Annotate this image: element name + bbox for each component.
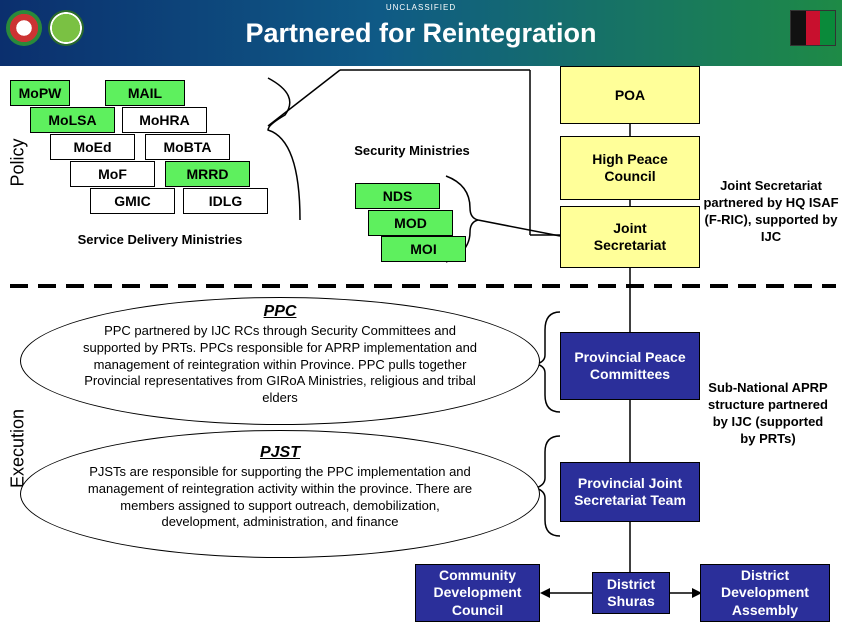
provincial-joint-secretariat-team-box: Provincial Joint Secretariat Team	[560, 462, 700, 522]
ppc-ellipse: PPC PPC partnered by IJC RCs through Sec…	[20, 297, 540, 425]
pjst-title: PJST	[259, 444, 300, 461]
ministry-mail: MAIL	[105, 80, 185, 106]
classification-marking: UNCLASSIFIED	[385, 3, 457, 12]
afghan-emblem-icon	[6, 10, 42, 46]
community-development-council-box: Community Development Council	[415, 564, 540, 622]
ministry-molsa: MoLSA	[30, 107, 115, 133]
page-title: Partnered for Reintegration	[245, 18, 597, 48]
poa-box: POA	[560, 66, 700, 124]
afghanistan-flag-icon	[790, 10, 836, 46]
ppc-title: PPC	[263, 303, 297, 320]
pjst-ellipse: PJST PJSTs are responsible for supportin…	[20, 430, 540, 558]
ministry-mrrd: MRRD	[165, 161, 250, 187]
ministry-moed: MoEd	[50, 134, 135, 160]
district-shuras-box: District Shuras	[592, 572, 670, 614]
service-to-js-line-a	[267, 69, 341, 127]
ministry-mohra: MoHRA	[122, 107, 207, 133]
security-to-js-line	[477, 219, 561, 237]
service-ministries-brace	[267, 77, 301, 221]
subnational-note: Sub-National APRP structure partnered by…	[708, 380, 828, 446]
execution-label: Execution	[7, 408, 28, 489]
joint-secretariat-box: Joint Secretariat	[560, 206, 700, 268]
ministry-gmic: GMIC	[90, 188, 175, 214]
pjst-brace	[533, 435, 561, 537]
ministry-mopw: MoPW	[10, 80, 70, 106]
ministry-mod: MOD	[368, 210, 453, 236]
pjst-description: PJSTs are responsible for supporting the…	[87, 463, 473, 530]
provincial-peace-committees-box: Provincial Peace Committees	[560, 332, 700, 400]
isaf-emblem-icon	[48, 10, 84, 46]
joint-secretariat-note: Joint Secretariat partnered by HQ ISAF (…	[703, 178, 839, 244]
policy-label: Policy	[7, 138, 28, 187]
ministry-idlg: IDLG	[183, 188, 268, 214]
header-banner	[0, 0, 842, 66]
district-development-assembly-box: District Development Assembly	[700, 564, 830, 622]
security-ministries-label: Security Ministries	[354, 143, 470, 158]
ministry-nds: NDS	[355, 183, 440, 209]
high-peace-council-box: High Peace Council	[560, 136, 700, 200]
ministry-moi: MOI	[381, 236, 466, 262]
service-delivery-label: Service Delivery Ministries	[77, 232, 243, 247]
ministry-mobta: MoBTA	[145, 134, 230, 160]
ministry-mof: MoF	[70, 161, 155, 187]
ppc-description: PPC partnered by IJC RCs through Securit…	[82, 322, 478, 406]
